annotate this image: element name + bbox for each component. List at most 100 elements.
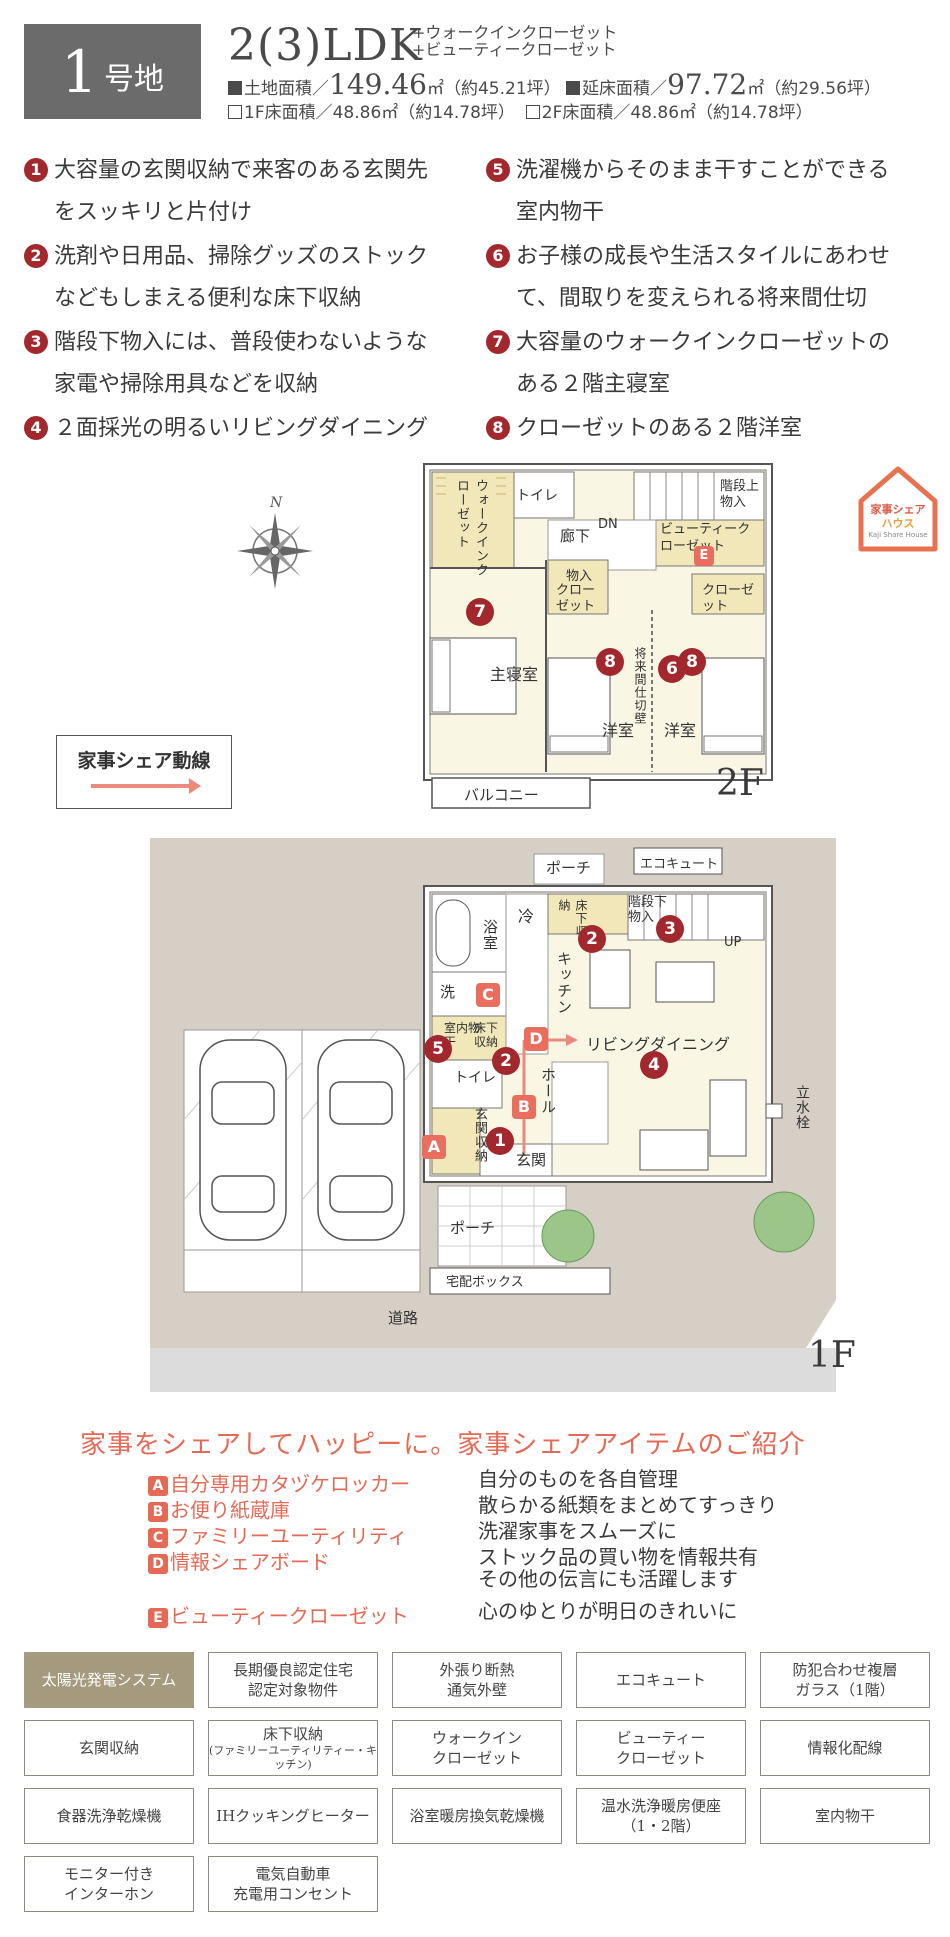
spec-line2: ガラス（1階） — [795, 1681, 895, 1699]
share-marker-c: C — [476, 983, 500, 1007]
land-area-value: 149.46 — [329, 68, 427, 101]
western-room-2-label: 洋室 — [664, 721, 697, 740]
feature-pin-5: 5 — [424, 1035, 452, 1063]
share-badge: B — [148, 1502, 168, 1522]
delivery-box-label: 宅配ボックス — [446, 1275, 524, 1290]
spec-line2: 認定対象物件 — [247, 1681, 338, 1699]
spec-line1: IHクッキングヒーター — [216, 1807, 370, 1825]
feature-number: 1 — [24, 158, 48, 182]
chore-flow-label: 家事シェア動線 — [77, 750, 211, 772]
spec-item: ウォークインクローゼット — [392, 1720, 562, 1776]
spec-line2: クローゼット — [615, 1749, 706, 1767]
ecocute-label: エコキュート — [640, 857, 719, 872]
feature-text: お子様の成長や生活スタイルにあわせ — [516, 244, 891, 269]
ldk-label: リビングダイニング — [586, 1035, 731, 1054]
share-item-name: お便り紙蔵庫 — [170, 1498, 290, 1522]
entrance-label: 玄関 — [516, 1151, 547, 1169]
toilet-2f-label: トイレ — [516, 488, 558, 504]
feature-number: 2 — [24, 244, 48, 268]
feature-number: 7 — [486, 330, 510, 354]
spec-line1: 食器洗浄乾燥機 — [56, 1807, 162, 1825]
underfloor-2-label: 床下収納 — [474, 1021, 499, 1049]
porch-bottom-label: ポーチ — [450, 1219, 496, 1237]
spec-item: IHクッキングヒーター — [208, 1788, 378, 1844]
stair-storage-label: 階段上物入 — [720, 479, 760, 510]
empty-square-icon — [228, 105, 242, 119]
closet-right-label: クローゼット — [702, 583, 755, 614]
feature-text-cont: ある２階主寝室 — [516, 372, 671, 397]
feature-text-cont: 家電や掃除用具などを収納 — [54, 372, 319, 397]
spec-line1: 情報化配線 — [807, 1739, 883, 1757]
spec-item: 電気自動車充電用コンセント — [208, 1856, 378, 1912]
fridge-label: 冷 — [518, 907, 535, 926]
feature-pin-3: 3 — [656, 915, 684, 943]
feature-number: 4 — [24, 416, 48, 440]
plan-extra-1: +ウォークインクローゼット — [412, 23, 618, 42]
feature-text: 階段下物入には、普段使わないような — [54, 330, 428, 355]
spec-line1: ウォークイン — [431, 1729, 522, 1747]
land-area-unit: ㎡ — [426, 79, 444, 99]
feature-pin-4: 4 — [640, 1051, 668, 1079]
share-desc-b: 散らかる紙類をまとめてすっきり — [478, 1493, 778, 1517]
feature-pin-8: 8 — [596, 648, 624, 676]
wic-label: ウォークインクローゼット — [454, 479, 488, 577]
kitchen-label: キッチン — [555, 951, 573, 1015]
feature-pin-6: 6 — [658, 655, 686, 683]
feature-pin-2: 2 — [578, 925, 606, 953]
spec-line1: 玄関収納 — [78, 1739, 139, 1757]
feature-pin-7: 7 — [466, 598, 494, 626]
spec-line2: 充電用コンセント — [232, 1885, 353, 1903]
share-badge: D — [148, 1554, 168, 1574]
area-row-floors: 1F床面積／48.86㎡（約14.78坪） 2F床面積／48.86㎡（約14.7… — [228, 98, 813, 123]
closet-left-label: クローゼット — [556, 583, 596, 614]
floor-total-tsubo: （約29.56坪） — [764, 79, 881, 99]
feature-number: 8 — [486, 416, 510, 440]
compass-north-label: N — [270, 495, 283, 511]
spec-item: 温水洗浄暖房便座（1・2階） — [576, 1788, 746, 1844]
spec-item: ビューティークローゼット — [576, 1720, 746, 1776]
feature-text-cont: て、間取りを変えられる将来間仕切 — [516, 286, 867, 311]
share-desc-a: 自分のものを各自管理 — [478, 1467, 678, 1491]
land-area-tsubo: （約45.21坪） — [443, 79, 561, 99]
empty-square-icon — [525, 105, 540, 119]
share-desc-d: ストック品の買い物を情報共有 その他の伝言にも活躍します — [478, 1546, 758, 1590]
floor2-area: 2F床面積／48.86㎡（約14.78坪） — [541, 103, 813, 123]
spec-item: モニター付きインターホン — [24, 1856, 194, 1912]
wash-label: 洗 — [440, 983, 456, 1001]
hall-label: ホール — [539, 1067, 557, 1115]
filled-square-icon — [228, 81, 242, 95]
share-item-name: 自分専用カタヅケロッカー — [170, 1472, 410, 1496]
up-label: UP — [724, 935, 742, 950]
spec-line1: ビューティー — [616, 1729, 706, 1747]
spec-line2: (ファミリーユーティリティー・キッチン) — [209, 1744, 377, 1771]
feature-text-cont: などもしまえる便利な床下収納 — [54, 286, 362, 311]
plan-extras: +ウォークインクローゼット +ビューティークローゼット — [412, 24, 617, 58]
spec-line1: 電気自動車 — [255, 1865, 331, 1883]
feature-text: 大容量の玄関収納で来客のある玄関先 — [54, 158, 429, 183]
floor-2-label: 2F — [716, 763, 764, 804]
spec-item: 室内物干 — [760, 1788, 930, 1844]
dn-label: DN — [598, 517, 618, 532]
kaji-share-house-logo: 家事シェア ハウス Kaji Share House — [857, 465, 939, 553]
share-badge: E — [148, 1608, 168, 1628]
share-title: 家事をシェアしてハッピーに。家事シェアアイテムのご紹介 — [80, 1430, 806, 1460]
spec-line2: （1・2階） — [621, 1817, 701, 1835]
feature-text-cont: 室内物干 — [516, 200, 605, 225]
entry-storage-label: 玄関収納 — [472, 1107, 487, 1163]
toilet-1f-label: トイレ — [454, 1070, 496, 1086]
flow-arrow-icon — [91, 778, 201, 794]
compass-icon: N — [235, 495, 315, 590]
master-bedroom-label: 主寝室 — [490, 665, 539, 684]
floor-total-value: 97.72 — [667, 68, 748, 101]
plan-name: 2(3)LDK — [228, 20, 423, 71]
feature-text: 洗濯機からそのまま干すことができる — [516, 158, 890, 183]
feature-number: 3 — [24, 330, 48, 354]
logo-text-3: Kaji Share House — [868, 531, 928, 539]
share-marker-b: B — [512, 1095, 536, 1119]
spec-line1: 防犯合わせ複層 — [792, 1661, 898, 1679]
